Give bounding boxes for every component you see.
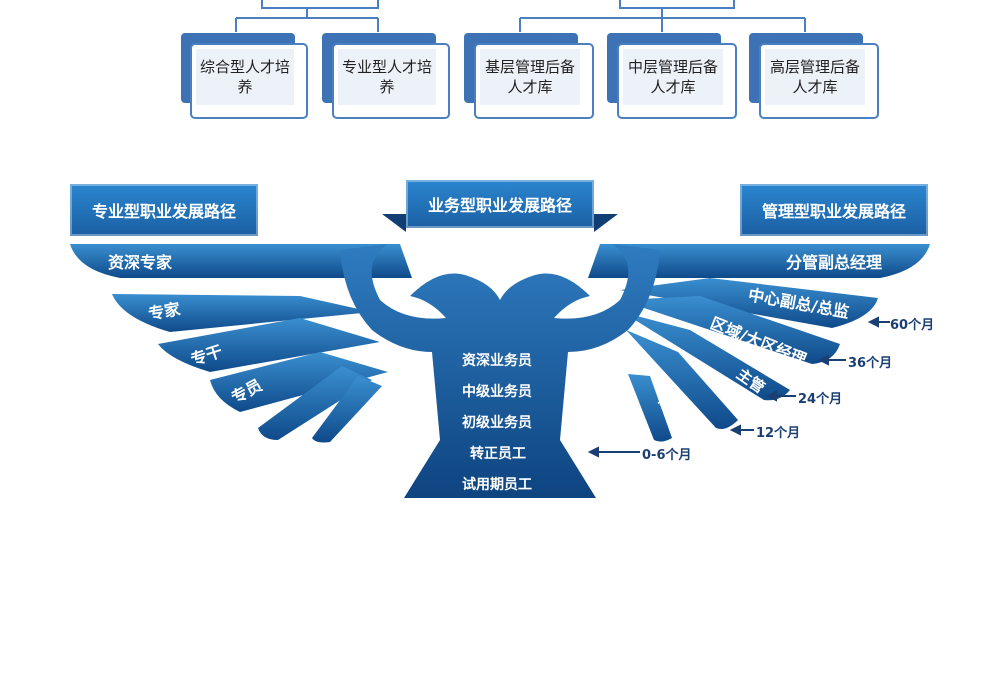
duration-label: 36个月 — [848, 356, 893, 371]
talent-pool-label: 综合型人才培养 — [196, 49, 294, 105]
business-level: 初级业务员 — [462, 415, 532, 431]
business-level: 转正员工 — [470, 446, 526, 462]
wing-feather — [620, 296, 840, 364]
duration-label: 12个月 — [756, 426, 801, 441]
wing-feather — [628, 374, 672, 442]
duration-arrows — [587, 316, 890, 458]
duration-label: 0-6个月 — [642, 448, 692, 463]
wing-feather — [258, 366, 372, 440]
wing-feather — [112, 294, 372, 332]
header-ribbons — [382, 214, 618, 232]
wing-feather — [620, 278, 878, 328]
professional-path-title: 专业型职业发展路径 — [70, 184, 258, 236]
talent-pool-label: 基层管理后备人才库 — [480, 49, 580, 105]
talent-pool-label: 高层管理后备人才库 — [765, 49, 865, 105]
professional-wing — [70, 244, 412, 443]
talent-pool-label: 专业型人才培养 — [338, 49, 436, 105]
wing-feather — [158, 318, 380, 372]
management-path-title: 管理型职业发展路径 — [740, 184, 928, 236]
management-level: 分管副总经理 — [786, 253, 883, 272]
wing-feather — [312, 376, 382, 443]
duration-label: 24个月 — [798, 392, 843, 407]
business-level: 中级业务员 — [462, 384, 532, 400]
management-wing — [588, 244, 930, 442]
wing-feather — [70, 244, 412, 278]
wing-feather — [626, 330, 738, 429]
org-connectors — [235, 0, 806, 32]
wing-feather — [588, 244, 930, 278]
professional-level: 资深专家 — [108, 253, 173, 272]
talent-pool-label: 中层管理后备人才库 — [623, 49, 723, 105]
business-level: 试用期员工 — [462, 477, 532, 493]
wing-feather — [622, 312, 790, 401]
duration-label: 60个月 — [890, 318, 935, 333]
eagle-body — [340, 244, 660, 498]
business-level: 资深业务员 — [462, 353, 532, 369]
business-path-title: 业务型职业发展路径 — [406, 180, 594, 228]
